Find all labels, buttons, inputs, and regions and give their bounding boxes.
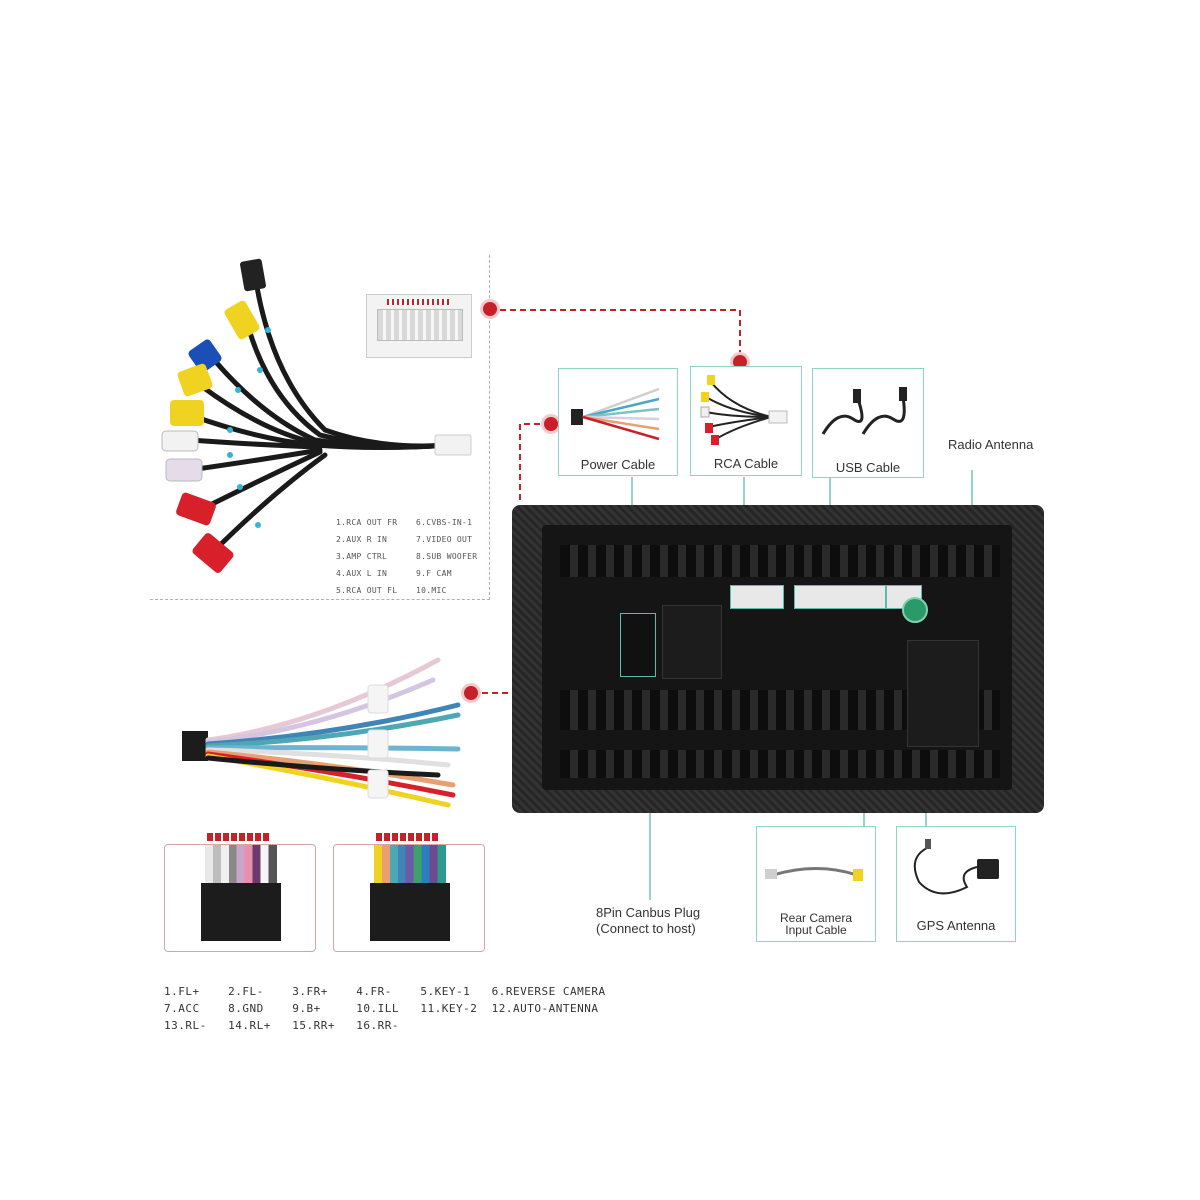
rca-legend-7: 7.VIDEO OUT — [416, 535, 473, 544]
pinout-row-2: 7.ACC 8.GND 9.B+ 10.ILL 11.KEY-2 12.AUTO… — [164, 1002, 599, 1015]
rca-cable-image — [700, 375, 788, 445]
radio-antenna-label: Radio Antenna — [948, 437, 1034, 452]
rca-harness-panel — [150, 255, 490, 600]
head-unit-back — [512, 505, 1044, 813]
rca-legend-3: 3.AMP CTRL — [336, 552, 388, 561]
rca-legend-8: 8.SUB WOOFER — [416, 552, 478, 561]
rca-legend-1: 1.RCA OUT FR — [336, 518, 398, 527]
rear-camera-cable-box: Rear Camera Input Cable — [756, 826, 876, 942]
connector-dot-rca-cable — [733, 355, 747, 369]
gps-antenna-label: GPS Antenna — [916, 918, 996, 933]
rca-legend-5: 5.RCA OUT FL — [336, 586, 398, 595]
rca-legend-6: 6.CVBS-IN-1 — [416, 518, 473, 527]
usb-cable-label: USB Cable — [835, 460, 901, 475]
rca-legend-10: 10.MIC — [416, 586, 447, 595]
canbus-label-1: 8Pin Canbus Plug — [596, 905, 701, 920]
rear-camera-label-1: Rear Camera — [779, 911, 853, 925]
power-cable-box: Power Cable — [558, 368, 678, 476]
rca-harness-illustration — [161, 258, 472, 573]
rca-legend-4: 4.AUX L IN — [336, 569, 388, 578]
usb-cable-box: USB Cable — [812, 368, 924, 478]
pinout-row-3: 13.RL- 14.RL+ 15.RR+ 16.RR- — [164, 1019, 400, 1032]
gps-antenna-image — [913, 839, 999, 895]
rear-camera-cable-image — [765, 867, 863, 881]
power-connector-box — [333, 833, 485, 952]
rca-cable-label: RCA Cable — [713, 456, 779, 471]
rca-cable-box: RCA Cable — [690, 366, 802, 476]
rca-legend-2: 2.AUX R IN — [336, 535, 388, 544]
power-cable-label: Power Cable — [580, 457, 656, 472]
connector-dot-power-cable — [544, 417, 558, 431]
connector-dot-power-harness — [464, 686, 478, 700]
rca-connector-plug — [366, 294, 472, 358]
power-cable-image — [571, 387, 660, 441]
rear-camera-label-2: Input Cable — [785, 923, 847, 937]
speaker-connector-box — [164, 833, 316, 952]
usb-cable-image — [821, 387, 907, 435]
gps-antenna-box: GPS Antenna — [896, 826, 1016, 942]
rca-legend-9: 9.F CAM — [416, 569, 452, 578]
power-harness-illustration — [182, 657, 461, 808]
canbus-label-2: (Connect to host) — [596, 921, 696, 936]
connector-dot-rca-plug — [483, 302, 497, 316]
pinout-row-1: 1.FL+ 2.FL- 3.FR+ 4.FR- 5.KEY-1 6.REVERS… — [164, 985, 606, 998]
